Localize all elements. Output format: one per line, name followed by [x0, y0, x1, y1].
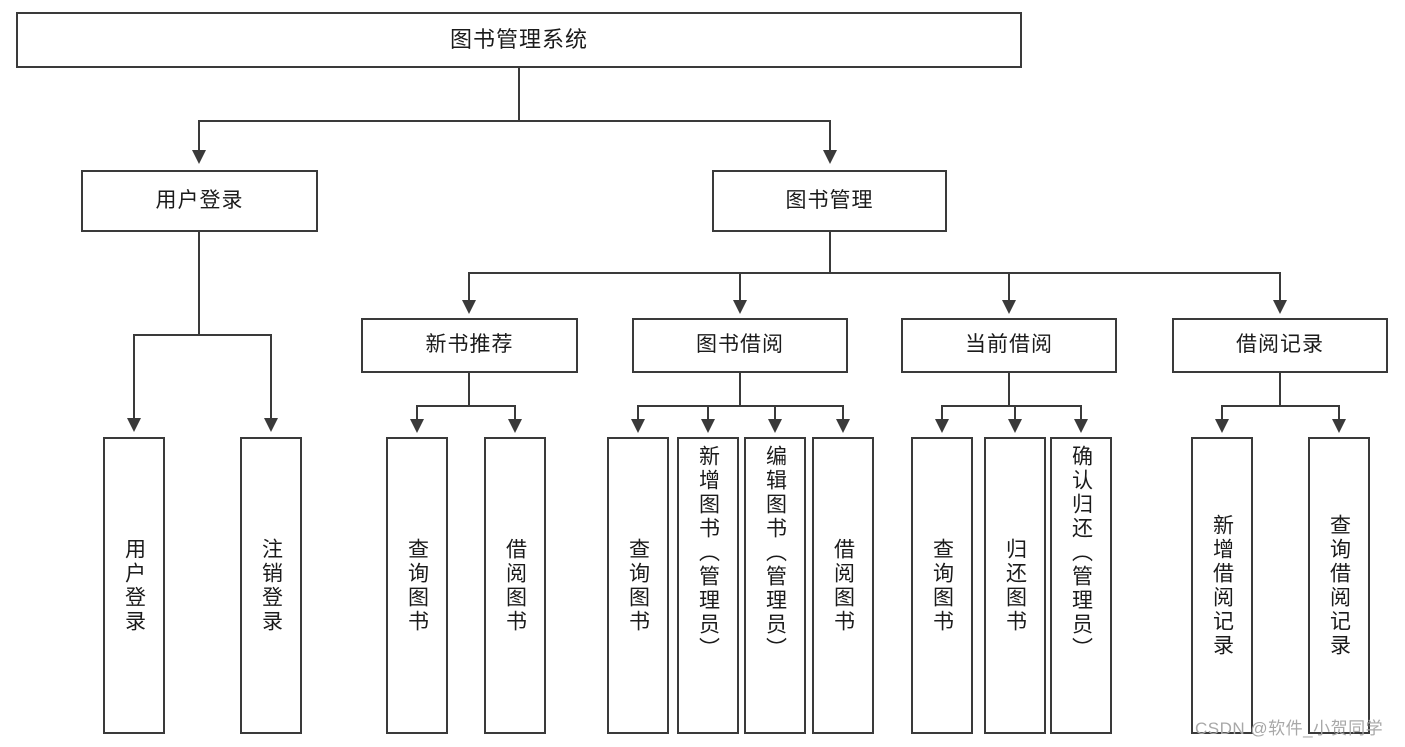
connector-current-borrow-to-leaf-1 [941, 405, 943, 421]
node-book-manage-label: 图书管理 [785, 188, 874, 212]
node-leaf-borrow-book-2[interactable]: 借阅图书 [812, 437, 874, 734]
node-leaf-return-book[interactable]: 归还图书 [984, 437, 1046, 734]
node-leaf-add-book[interactable]: 新增图书（管理员） [677, 437, 739, 734]
connector-borrow-record-stem [1279, 373, 1281, 407]
node-root[interactable]: 图书管理系统 [16, 12, 1022, 68]
arrow-current-borrow-to-leaf-2 [1008, 419, 1022, 433]
node-leaf-query-book-2-label: 查询图书 [626, 537, 650, 634]
connector-current-borrow-bus [941, 405, 1081, 407]
arrow-root-to-book-manage [823, 150, 837, 164]
connector-current-borrow-to-leaf-3 [1080, 405, 1082, 421]
connector-book-manage-to-l3-1 [468, 272, 470, 302]
arrow-borrow-record-to-leaf-2 [1332, 419, 1346, 433]
arrow-root-to-user-login [192, 150, 206, 164]
node-leaf-query-book-1-label: 查询图书 [405, 537, 429, 634]
connector-book-manage-to-l3-2 [739, 272, 741, 302]
node-user-login-label: 用户登录 [155, 188, 244, 212]
node-leaf-query-book-2[interactable]: 查询图书 [607, 437, 669, 734]
node-leaf-add-record-label: 新增借阅记录 [1210, 513, 1234, 658]
node-leaf-return-book-label: 归还图书 [1003, 537, 1027, 634]
node-book-borrow[interactable]: 图书借阅 [632, 318, 848, 373]
arrow-user-login-to-leaf-2 [264, 418, 278, 432]
arrow-new-book-rec-to-leaf-1 [410, 419, 424, 433]
node-leaf-user-login-label: 用户登录 [122, 537, 146, 634]
node-leaf-borrow-book-2-label: 借阅图书 [831, 537, 855, 634]
connector-book-borrow-to-leaf-3 [774, 405, 776, 421]
node-leaf-confirm-return[interactable]: 确认归还（管理员） [1050, 437, 1112, 734]
node-current-borrow[interactable]: 当前借阅 [901, 318, 1117, 373]
node-new-book-rec[interactable]: 新书推荐 [361, 318, 578, 373]
arrow-book-manage-to-l3-4 [1273, 300, 1287, 314]
node-current-borrow-label: 当前借阅 [965, 333, 1053, 357]
node-borrow-record[interactable]: 借阅记录 [1172, 318, 1388, 373]
connector-new-book-rec-to-leaf-2 [514, 405, 516, 421]
node-leaf-query-record-label: 查询借阅记录 [1327, 513, 1351, 658]
connector-book-borrow-stem [739, 373, 741, 407]
arrow-current-borrow-to-leaf-3 [1074, 419, 1088, 433]
connector-root-bus [198, 120, 830, 122]
connector-book-borrow-bus [637, 405, 844, 407]
connector-borrow-record-to-leaf-2 [1338, 405, 1340, 421]
connector-book-manage-stem [829, 232, 831, 274]
node-leaf-user-logout-label: 注销登录 [259, 537, 283, 634]
node-new-book-rec-label: 新书推荐 [425, 333, 514, 357]
connector-book-borrow-to-leaf-4 [842, 405, 844, 421]
node-leaf-query-record[interactable]: 查询借阅记录 [1308, 437, 1370, 734]
arrow-user-login-to-leaf-1 [127, 418, 141, 432]
connector-current-borrow-stem [1008, 373, 1010, 407]
connector-user-login-bus [133, 334, 272, 336]
node-leaf-query-book-3[interactable]: 查询图书 [911, 437, 973, 734]
connector-borrow-record-bus [1221, 405, 1339, 407]
node-leaf-edit-book-label: 编辑图书（管理员） [763, 445, 787, 661]
arrow-book-manage-to-l3-1 [462, 300, 476, 314]
node-leaf-user-logout[interactable]: 注销登录 [240, 437, 302, 734]
arrow-book-borrow-to-leaf-1 [631, 419, 645, 433]
connector-new-book-rec-bus [416, 405, 515, 407]
node-leaf-borrow-book-1[interactable]: 借阅图书 [484, 437, 546, 734]
connector-user-login-to-leaf-1 [133, 334, 135, 420]
connector-root-stem [518, 67, 520, 121]
connector-book-borrow-to-leaf-2 [707, 405, 709, 421]
node-leaf-edit-book[interactable]: 编辑图书（管理员） [744, 437, 806, 734]
connector-book-borrow-to-leaf-1 [637, 405, 639, 421]
arrow-new-book-rec-to-leaf-2 [508, 419, 522, 433]
arrow-current-borrow-to-leaf-1 [935, 419, 949, 433]
connector-book-manage-to-l3-4 [1279, 272, 1281, 302]
node-leaf-query-book-3-label: 查询图书 [930, 537, 954, 634]
connector-book-manage-bus [468, 272, 1281, 274]
node-leaf-borrow-book-1-label: 借阅图书 [503, 537, 527, 634]
csdn-watermark: CSDN @软件_小贺同学 [1195, 719, 1384, 738]
node-borrow-record-label: 借阅记录 [1236, 333, 1324, 357]
connector-book-manage-to-l3-3 [1008, 272, 1010, 302]
connector-root-to-book-manage [829, 120, 831, 152]
node-leaf-user-login[interactable]: 用户登录 [103, 437, 165, 734]
node-book-borrow-label: 图书借阅 [696, 333, 784, 357]
arrow-book-manage-to-l3-3 [1002, 300, 1016, 314]
connector-current-borrow-to-leaf-2 [1014, 405, 1016, 421]
connector-borrow-record-to-leaf-1 [1221, 405, 1223, 421]
arrow-borrow-record-to-leaf-1 [1215, 419, 1229, 433]
node-leaf-query-book-1[interactable]: 查询图书 [386, 437, 448, 734]
connector-user-login-to-leaf-2 [270, 334, 272, 420]
node-user-login[interactable]: 用户登录 [81, 170, 318, 232]
connector-root-to-user-login [198, 120, 200, 152]
node-leaf-add-record[interactable]: 新增借阅记录 [1191, 437, 1253, 734]
arrow-book-borrow-to-leaf-2 [701, 419, 715, 433]
connector-new-book-rec-stem [468, 373, 470, 407]
node-leaf-add-book-label: 新增图书（管理员） [696, 445, 720, 661]
arrow-book-borrow-to-leaf-4 [836, 419, 850, 433]
connector-user-login-stem [198, 232, 200, 335]
arrow-book-borrow-to-leaf-3 [768, 419, 782, 433]
node-book-manage[interactable]: 图书管理 [712, 170, 947, 232]
connector-new-book-rec-to-leaf-1 [416, 405, 418, 421]
arrow-book-manage-to-l3-2 [733, 300, 747, 314]
node-leaf-confirm-return-label: 确认归还（管理员） [1069, 445, 1093, 661]
node-root-label: 图书管理系统 [449, 27, 588, 53]
